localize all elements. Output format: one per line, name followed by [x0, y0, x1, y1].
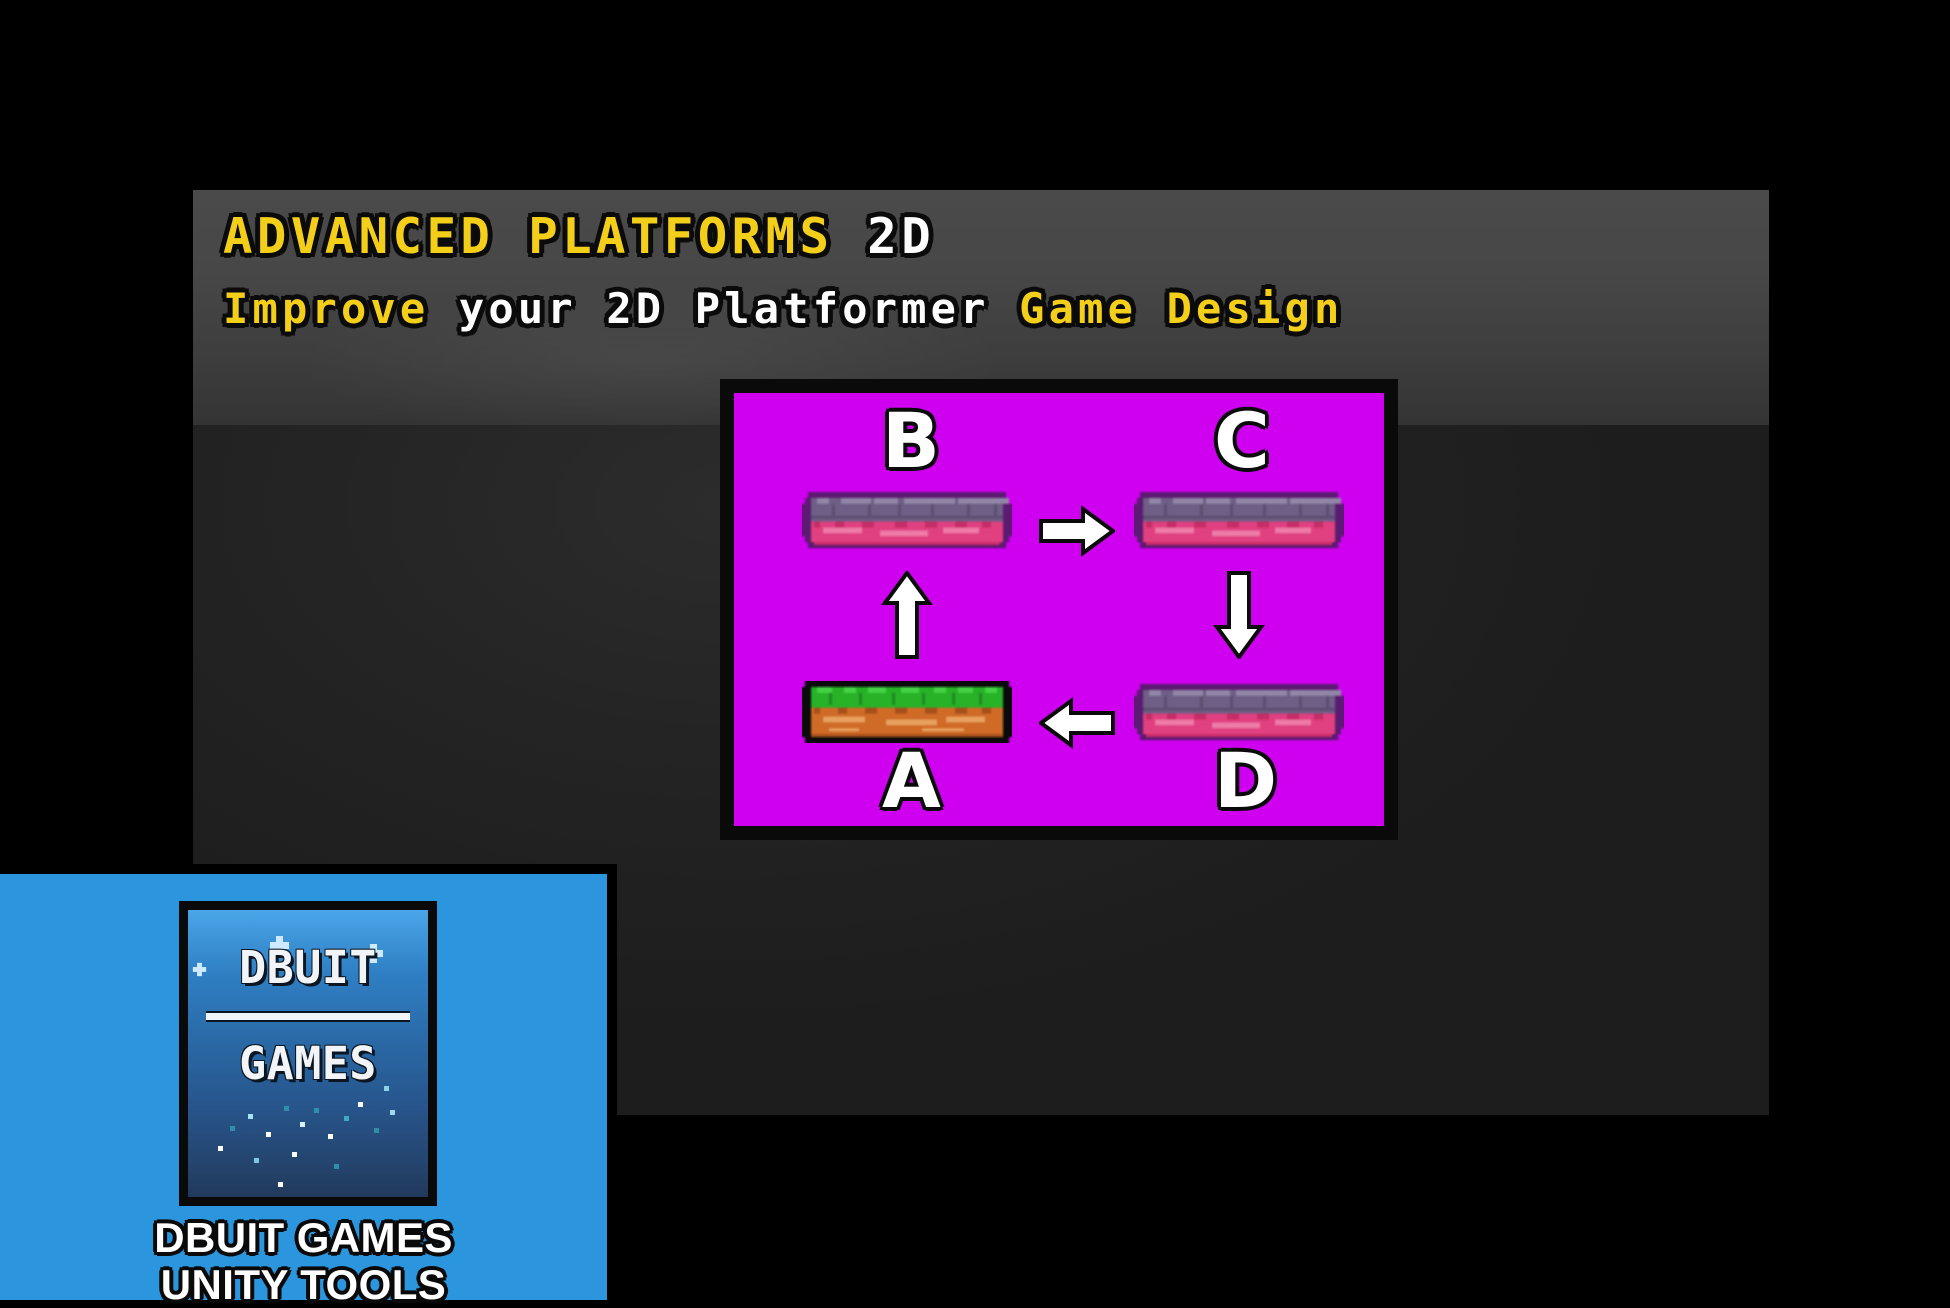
pixel-dot — [254, 1158, 259, 1163]
page-subtitle-accent-2: Game Design — [1019, 284, 1344, 333]
platform-cycle-diagram-board: B C A D — [734, 393, 1384, 826]
pixel-dot — [292, 1152, 297, 1157]
platform-label-b: B — [882, 396, 940, 485]
brand-caption-line-1: DBUIT GAMES — [154, 1214, 453, 1261]
pixel-dot — [328, 1134, 333, 1139]
brand-caption: DBUIT GAMES UNITY TOOLS — [0, 1214, 607, 1308]
platform-c-canvas — [1134, 489, 1344, 551]
page-subtitle-accent-1: Improve — [223, 284, 430, 333]
brand-logo-card: DBUIT GAMES — [179, 901, 437, 1206]
pixel-dot — [248, 1114, 253, 1119]
pixel-dot — [230, 1126, 235, 1131]
platform-b-canvas — [802, 489, 1012, 551]
brand-logo-card-inner: DBUIT GAMES — [188, 910, 428, 1197]
pixel-dot — [390, 1110, 395, 1115]
platform-sprite-b[interactable] — [802, 489, 1012, 551]
pixel-dot — [374, 1128, 379, 1133]
pixel-dot — [300, 1122, 305, 1127]
pixel-dot — [284, 1106, 289, 1111]
platform-d-canvas — [1134, 681, 1344, 743]
page-title-accent: ADVANCED PLATFORMS — [223, 208, 834, 265]
brand-panel: DBUIT GAMES — [0, 864, 617, 1308]
sparkle-icon — [192, 962, 207, 977]
sparkle-icon — [270, 936, 289, 955]
arrow-a-to-b-up-icon — [881, 571, 933, 659]
arrow-d-to-a-left-icon — [1039, 697, 1115, 749]
pixel-dot — [384, 1086, 389, 1091]
page-title: ADVANCED PLATFORMS 2D — [223, 212, 935, 261]
pixel-dot — [266, 1132, 271, 1137]
pixel-dot — [278, 1182, 283, 1187]
pixel-dot — [334, 1164, 339, 1169]
sparkle-icon — [364, 944, 383, 963]
pixel-dot — [314, 1108, 319, 1113]
brand-card-word-top: DBUIT — [239, 941, 377, 994]
header-banner: ADVANCED PLATFORMS 2D Improve your 2D Pl… — [193, 190, 1769, 425]
platform-cycle-diagram-frame: B C A D — [720, 379, 1398, 840]
platform-label-d: D — [1214, 736, 1278, 825]
arrow-c-to-d-down-icon — [1213, 571, 1265, 659]
pixel-dot — [344, 1116, 349, 1121]
pixel-dot — [218, 1146, 223, 1151]
brand-caption-line-2: UNITY TOOLS — [160, 1261, 447, 1308]
page-title-suffix: 2D — [833, 208, 936, 265]
pixel-dot — [358, 1102, 363, 1107]
platform-sprite-a[interactable] — [802, 681, 1012, 743]
page-subtitle-middle: your 2D Platformer — [429, 284, 1020, 333]
platform-a-canvas — [802, 681, 1012, 743]
page-subtitle: Improve your 2D Platformer Game Design — [223, 288, 1344, 330]
brand-card-word-bottom: GAMES — [239, 1037, 377, 1090]
platform-label-c: C — [1214, 396, 1270, 485]
platform-label-a: A — [882, 736, 941, 825]
platform-sprite-c[interactable] — [1134, 489, 1344, 551]
arrow-b-to-c-right-icon — [1039, 505, 1115, 557]
platform-sprite-d[interactable] — [1134, 681, 1344, 743]
brand-card-divider — [206, 1011, 410, 1022]
main-content-panel: ADVANCED PLATFORMS 2D Improve your 2D Pl… — [193, 190, 1769, 1115]
